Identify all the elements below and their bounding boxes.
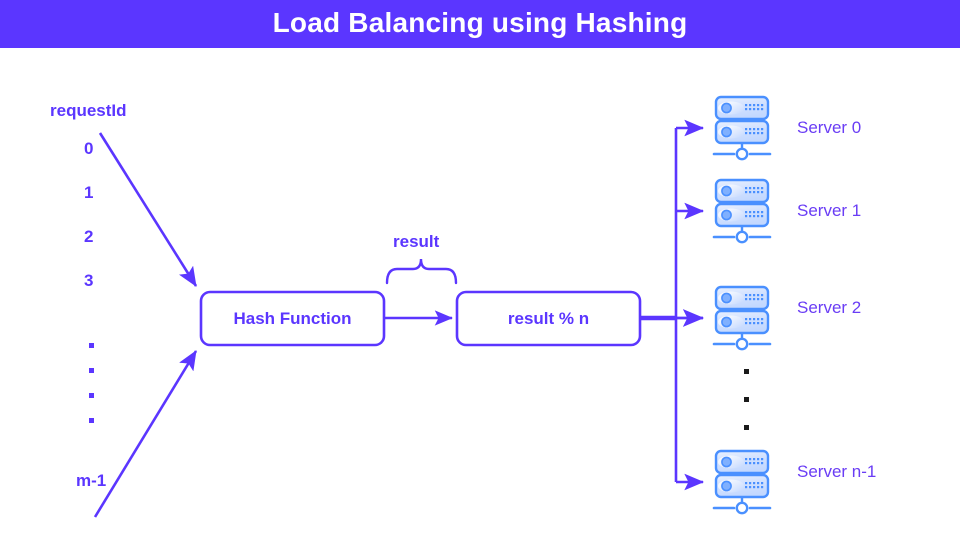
- request-id-item-2: 2: [84, 227, 94, 246]
- request-id-item-3: 3: [84, 271, 94, 290]
- server-ellipsis-dot: [744, 425, 749, 430]
- input-ellipsis-dot: [89, 418, 94, 423]
- hash-function-label: Hash Function: [233, 309, 352, 328]
- server-icon-1: [712, 178, 772, 244]
- request-id-item-0: 0: [84, 139, 94, 158]
- page-title: Load Balancing using Hashing: [272, 7, 688, 38]
- server-icon-2: [712, 285, 772, 351]
- server-icon-3: [712, 449, 772, 515]
- input-ellipsis-dot: [89, 368, 94, 373]
- input-arrow-top: [98, 132, 198, 287]
- input-arrow-bottom: [93, 350, 198, 518]
- header-bar: [0, 0, 960, 48]
- request-id-item-1: 1: [84, 183, 94, 202]
- request-id-item-last: m-1: [76, 471, 107, 490]
- server-label-2: Server 2: [797, 298, 862, 317]
- result-brace-label: result: [393, 232, 440, 251]
- result-brace: [385, 258, 458, 285]
- server-icon-0: [712, 95, 772, 161]
- input-ellipsis-dot: [89, 393, 94, 398]
- server-ellipsis-dot: [744, 397, 749, 402]
- request-id-header: requestId: [50, 101, 127, 120]
- server-label-3: Server n-1: [797, 462, 877, 481]
- server-label-1: Server 1: [797, 201, 862, 220]
- server-label-0: Server 0: [797, 118, 862, 137]
- modulo-label: result % n: [507, 309, 590, 328]
- input-ellipsis-dot: [89, 343, 94, 348]
- server-ellipsis-dot: [744, 369, 749, 374]
